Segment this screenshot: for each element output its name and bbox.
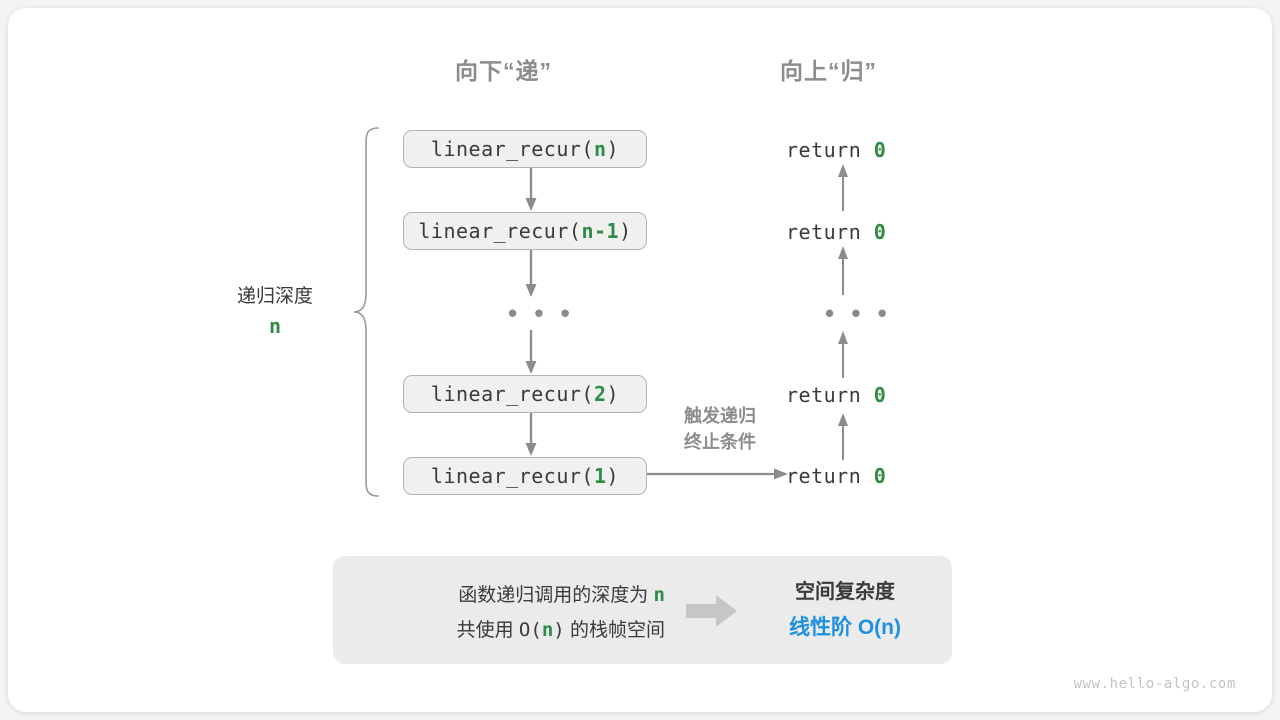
recursion-depth-brace <box>353 127 379 497</box>
return-value: 0 <box>873 138 887 162</box>
call-box: linear_recur(n) <box>403 130 647 168</box>
arrow-down-icon <box>525 413 537 456</box>
call-prefix: linear_recur( <box>430 382 594 406</box>
recursion-depth-value: n <box>268 314 282 339</box>
arrow-right-icon <box>647 468 788 480</box>
column-header-ascend: 向上“归” <box>780 58 877 84</box>
summary-line2-open: O( <box>518 619 542 642</box>
summary-line1-text: 函数递归调用的深度为 <box>458 585 654 606</box>
arrow-down-icon <box>525 250 537 297</box>
call-box: linear_recur(n-1) <box>403 212 647 250</box>
call-arg: 2 <box>593 382 607 406</box>
summary-line-1: 函数递归调用的深度为 n <box>365 578 665 613</box>
summary-line2-var: n <box>541 619 554 642</box>
recursion-depth-title: 递归深度 <box>236 286 313 307</box>
return-statement: return 0 <box>786 138 886 162</box>
return-keyword: return <box>786 220 874 244</box>
terminate-note-line2: 终止条件 <box>684 432 756 453</box>
return-value: 0 <box>873 383 887 407</box>
arrow-up-icon <box>838 164 848 211</box>
return-statement: return 0 <box>786 464 886 488</box>
return-value: 0 <box>873 464 887 488</box>
return-keyword: return <box>786 138 874 162</box>
summary-line-2: 共使用 O(n) 的栈帧空间 <box>365 613 665 648</box>
summary-panel <box>333 556 952 664</box>
call-suffix: ) <box>606 382 620 406</box>
return-statement: return 0 <box>786 383 886 407</box>
arrow-down-icon <box>525 168 537 211</box>
summary-line1-var: n <box>653 584 665 606</box>
call-suffix: ) <box>606 464 620 488</box>
complexity-title: 空间复杂度 <box>795 581 895 603</box>
watermark: www.hello-algo.com <box>1073 676 1236 692</box>
return-value: 0 <box>873 220 887 244</box>
call-box: linear_recur(2) <box>403 375 647 413</box>
terminate-condition-note: 触发递归 终止条件 <box>655 403 785 455</box>
column-header-descend: 向下“递” <box>455 58 552 84</box>
ellipsis-descend: • • • <box>508 298 575 328</box>
terminate-note-line1: 触发递归 <box>684 406 756 426</box>
arrow-up-icon <box>838 413 848 460</box>
call-arg: n-1 <box>581 219 620 243</box>
arrow-up-icon <box>838 246 848 295</box>
call-prefix: linear_recur( <box>418 219 582 243</box>
arrow-down-icon <box>525 330 537 374</box>
call-prefix: linear_recur( <box>430 464 594 488</box>
summary-line2-suffix: 的栈帧空间 <box>564 620 665 642</box>
ellipsis-ascend: • • • <box>825 298 892 328</box>
call-suffix: ) <box>606 137 620 161</box>
call-arg: 1 <box>593 464 607 488</box>
complexity-value: 线性阶 O(n) <box>789 616 901 639</box>
call-prefix: linear_recur( <box>430 137 594 161</box>
return-statement: return 0 <box>786 220 886 244</box>
call-arg: n <box>593 137 607 161</box>
arrow-up-icon <box>838 331 848 378</box>
summary-conclusion: 空间复杂度 线性阶 O(n) <box>752 575 938 647</box>
return-keyword: return <box>786 464 874 488</box>
call-box: linear_recur(1) <box>403 457 647 495</box>
summary-description: 函数递归调用的深度为 n 共使用 O(n) 的栈帧空间 <box>365 578 665 648</box>
recursion-depth-label: 递归深度 n <box>210 282 340 342</box>
call-suffix: ) <box>619 219 632 243</box>
return-keyword: return <box>786 383 874 407</box>
summary-line2-text: 共使用 <box>456 620 519 642</box>
summary-line2-close: ) <box>553 619 565 642</box>
block-arrow-right-icon <box>686 595 737 627</box>
